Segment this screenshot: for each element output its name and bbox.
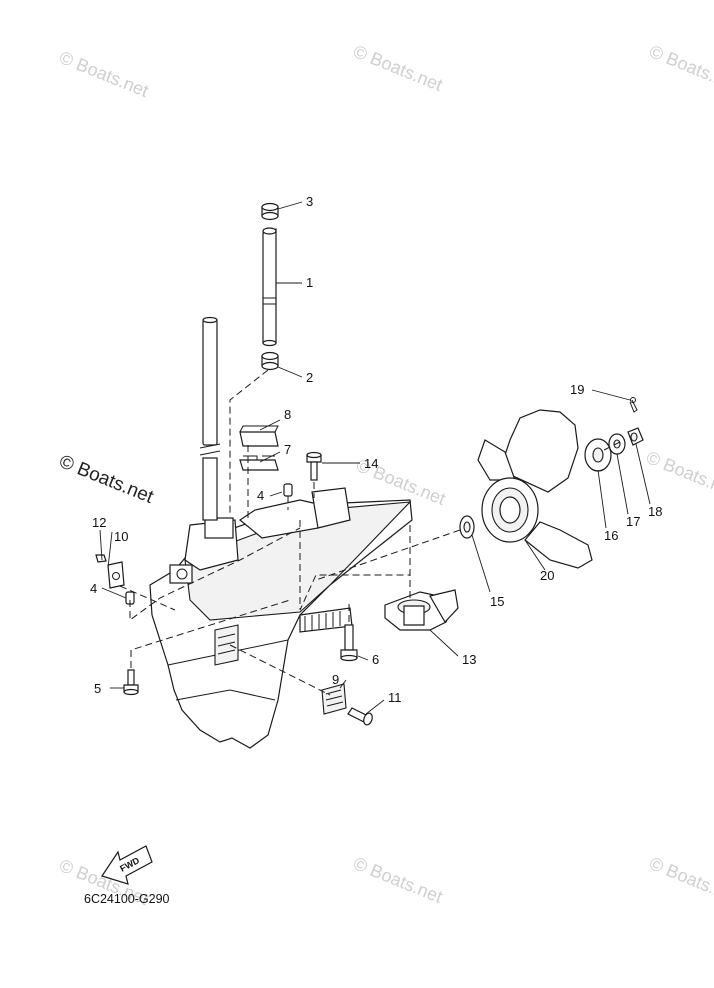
watermark: © Boats.net bbox=[644, 447, 714, 501]
trim-tab-part-13 bbox=[384, 589, 459, 631]
callout-6: 6 bbox=[372, 652, 379, 667]
callout-15: 15 bbox=[490, 594, 504, 609]
watermark: © Boats.net bbox=[351, 853, 446, 907]
callout-3: 3 bbox=[306, 194, 313, 209]
callout-9: 9 bbox=[332, 672, 339, 687]
callout-labels: 3 1 2 8 7 4 14 12 10 4 5 6 9 11 13 15 20… bbox=[90, 194, 662, 705]
assembly-dashed-lines bbox=[119, 369, 625, 696]
nut-part-18 bbox=[627, 427, 644, 446]
grommet-part-2 bbox=[261, 351, 279, 371]
watermark-layer: © Boats.net © Boats.net © Boats.net © Bo… bbox=[56, 41, 714, 909]
callout-18: 18 bbox=[648, 504, 662, 519]
callout-5: 5 bbox=[94, 681, 101, 696]
callout-4-upper: 4 bbox=[257, 488, 264, 503]
spacer-part-15 bbox=[459, 515, 475, 539]
callout-17: 17 bbox=[626, 514, 640, 529]
callout-4-lower: 4 bbox=[90, 581, 97, 596]
callout-7: 7 bbox=[284, 442, 291, 457]
watermark: © Boats.net bbox=[57, 47, 152, 101]
callout-2: 2 bbox=[306, 370, 313, 385]
callout-12: 12 bbox=[92, 515, 106, 530]
watermark: © Boats.net bbox=[351, 41, 446, 95]
diagram-code: 6C24100-G290 bbox=[84, 892, 170, 906]
plate-part-8 bbox=[239, 425, 279, 447]
watermark-dark: © Boats.net bbox=[56, 451, 157, 508]
callout-16: 16 bbox=[604, 528, 618, 543]
callout-8: 8 bbox=[284, 407, 291, 422]
anode-part-10 bbox=[107, 561, 125, 589]
callout-19: 19 bbox=[570, 382, 584, 397]
watermark: © Boats.net bbox=[647, 853, 714, 907]
callout-11: 11 bbox=[388, 690, 402, 705]
screw-part-11 bbox=[347, 707, 373, 726]
callout-1: 1 bbox=[306, 275, 313, 290]
nut-part-12 bbox=[95, 554, 107, 563]
bolt-part-5 bbox=[123, 669, 139, 696]
callout-20: 20 bbox=[540, 568, 554, 583]
callout-14: 14 bbox=[364, 456, 378, 471]
watermark: © Boats.net bbox=[647, 41, 714, 95]
plate-part-7 bbox=[239, 455, 279, 471]
drive-shaft bbox=[199, 316, 221, 521]
propeller-part-20 bbox=[477, 409, 593, 569]
callout-13: 13 bbox=[462, 652, 476, 667]
bolt-part-14 bbox=[306, 451, 322, 481]
lower-casing bbox=[149, 487, 413, 749]
washer-part-16 bbox=[584, 438, 612, 472]
callout-10: 10 bbox=[114, 529, 128, 544]
fwd-direction-arrow: FWD bbox=[101, 845, 153, 885]
bolt-part-6 bbox=[340, 624, 358, 662]
grille-part-9 bbox=[321, 683, 347, 715]
grommet-part-3 bbox=[261, 202, 279, 221]
water-tube-part-1 bbox=[262, 227, 277, 347]
callout-leader-lines bbox=[99, 201, 651, 715]
cotter-pin-part-19 bbox=[629, 397, 638, 413]
